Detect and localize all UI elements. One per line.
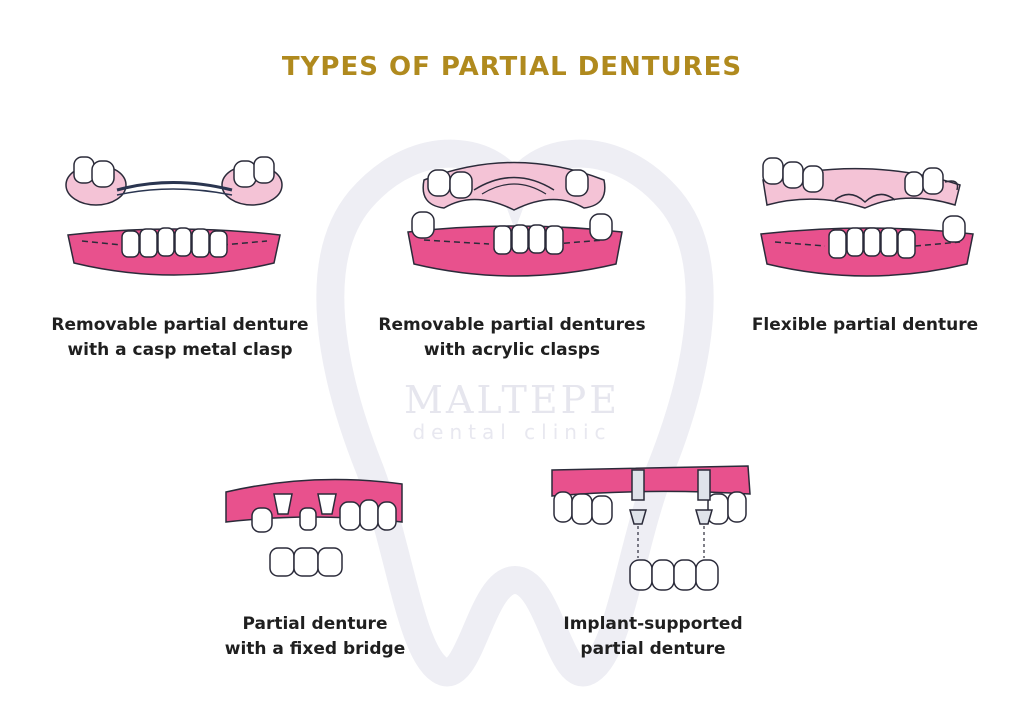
flexible-denture-icon bbox=[760, 157, 974, 277]
acrylic-clasp-denture-icon bbox=[407, 161, 623, 277]
caption-acrylic-clasp: Removable partial dentures with acrylic … bbox=[362, 313, 662, 363]
caption-line: with a casp metal clasp bbox=[67, 340, 293, 360]
caption-line: Flexible partial denture bbox=[751, 315, 979, 335]
caption-fixed-bridge: Partial denture with a fixed bridge bbox=[170, 612, 460, 662]
page-title: TYPES OF PARTIAL DENTURES bbox=[281, 52, 743, 82]
caption-line: with acrylic clasps bbox=[423, 340, 601, 360]
caption-line: Implant-supported bbox=[563, 614, 743, 634]
caption-line: Partial denture bbox=[242, 614, 388, 634]
watermark-brand: MALTEPE bbox=[404, 378, 620, 422]
implant-denture-icon bbox=[551, 465, 751, 591]
caption-line: partial denture bbox=[580, 639, 726, 659]
caption-implant: Implant-supported partial denture bbox=[508, 612, 798, 662]
caption-line: Removable partial dentures bbox=[378, 315, 646, 335]
metal-clasp-denture-icon bbox=[65, 156, 283, 276]
caption-line: with a fixed bridge bbox=[224, 639, 406, 659]
caption-line: Removable partial denture bbox=[51, 315, 309, 335]
caption-metal-clasp: Removable partial denture with a casp me… bbox=[30, 313, 330, 363]
fixed-bridge-denture-icon bbox=[225, 478, 403, 577]
caption-flexible: Flexible partial denture bbox=[720, 313, 1010, 338]
watermark-subtitle: dental clinic bbox=[412, 420, 612, 444]
